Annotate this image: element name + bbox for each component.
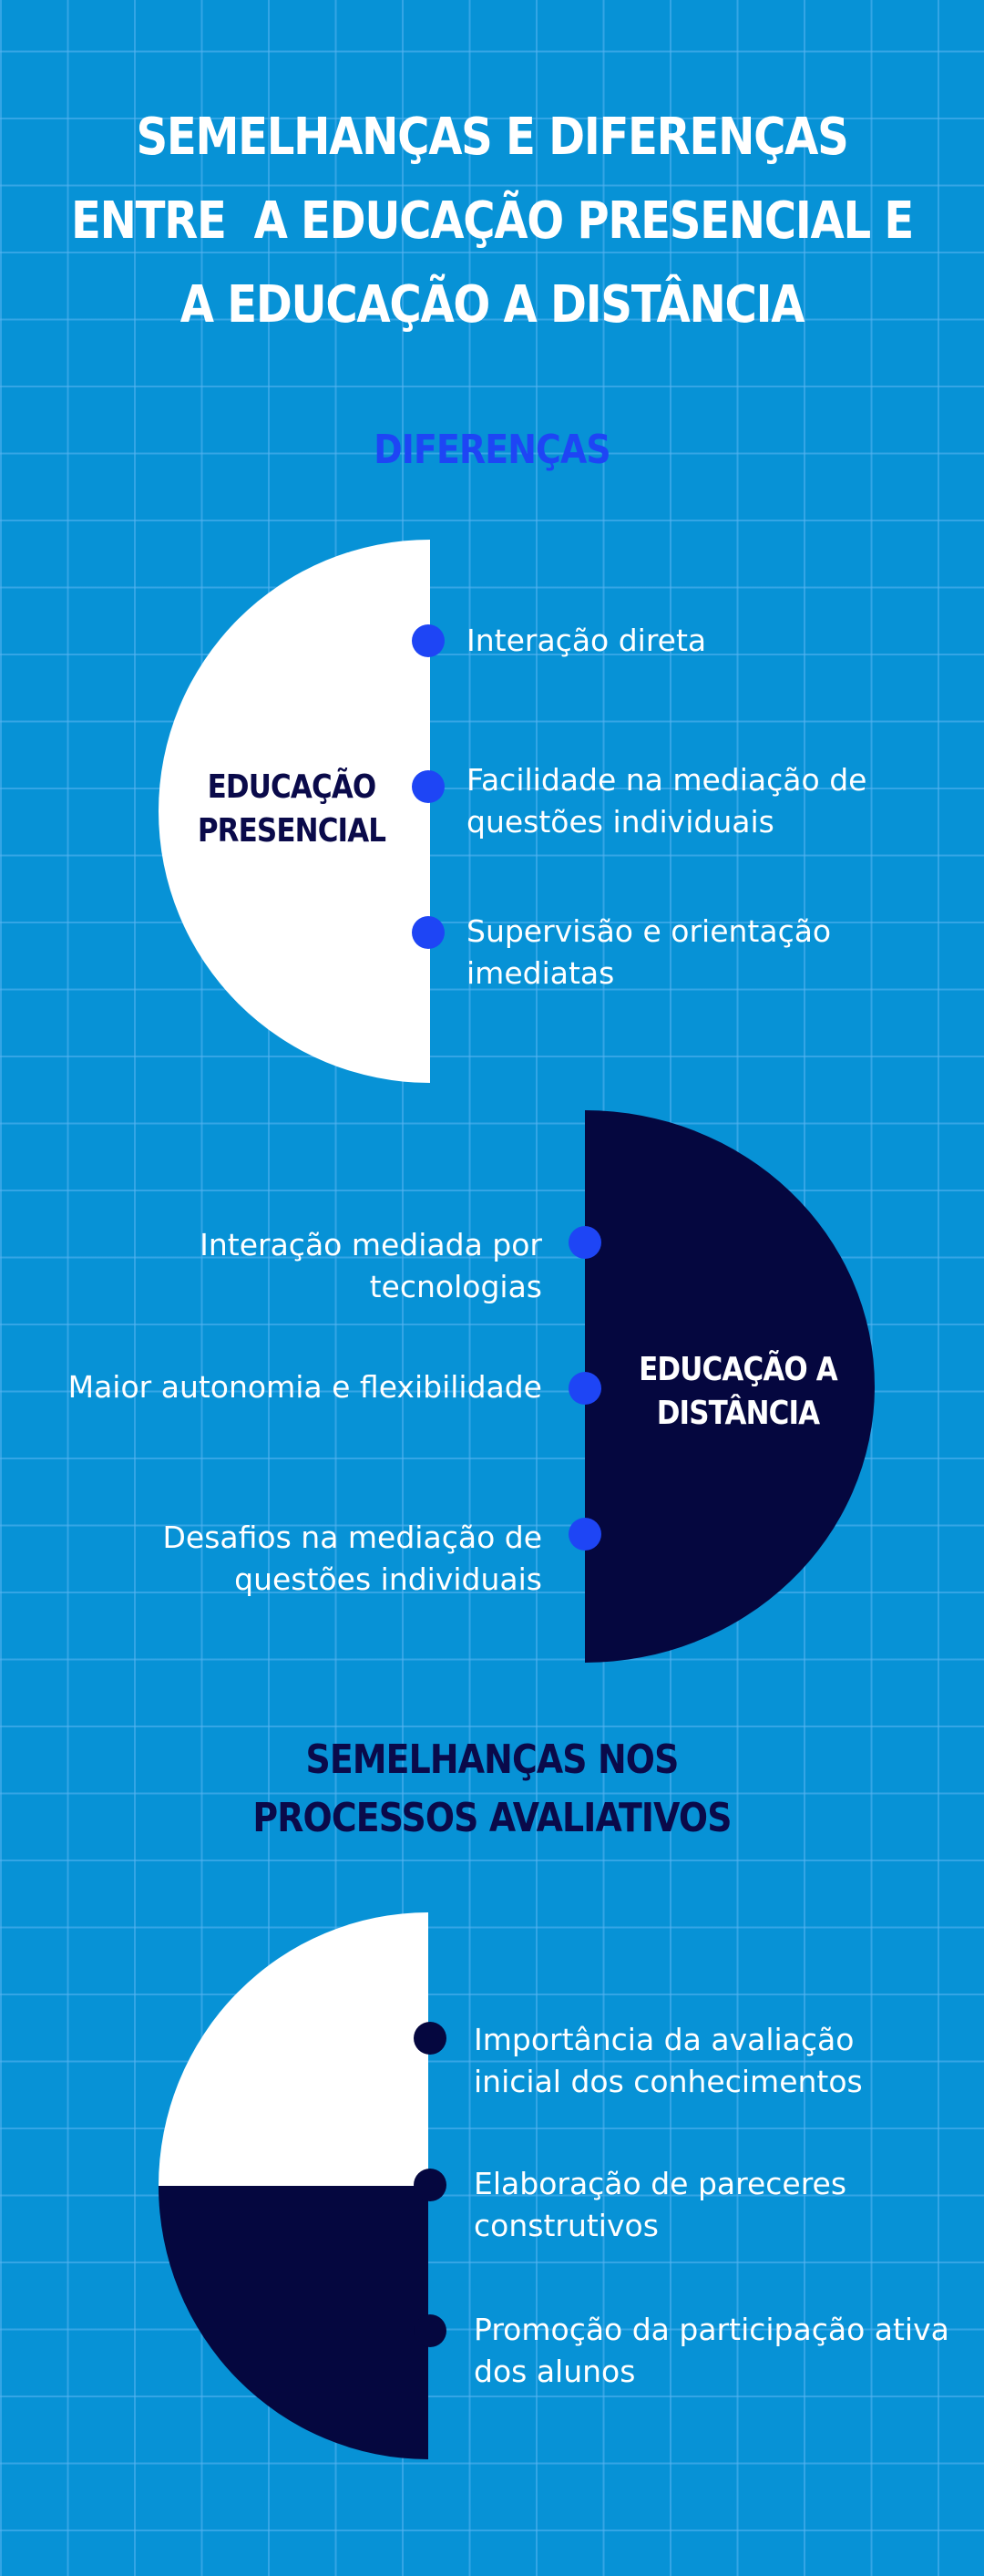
page-title: SEMELHANÇAS E DIFERENÇAS ENTRE A EDUCAÇÃ… [69,96,916,347]
similarities-item-3: Promoção da participação ativa dos aluno… [474,2312,949,2389]
title-line-3: A EDUCAÇÃO A DISTÂNCIA [179,275,805,335]
distancia-item-2: Maior autonomia e flexibilidade [67,1369,542,1405]
similarities-item-2: Elaboração de pareceres construtivos [474,2166,847,2243]
presencial-half-circle [159,540,430,1083]
presencial-item-2: Facilidade na mediação de questões indiv… [466,762,867,840]
bullet-dot [569,1518,601,1551]
title-line-2: ENTRE A EDUCAÇÃO PRESENCIAL E [71,191,914,251]
title-line-1: SEMELHANÇAS E DIFERENÇAS [136,108,848,167]
distancia-half-circle [585,1110,875,1663]
presencial-item-3: Supervisão e orientação imediatas [466,913,832,991]
presencial-label: EDUCAÇÃO PRESENCIAL [197,768,386,850]
bullet-dot [412,916,445,949]
bullet-dot [569,1372,601,1405]
distancia-label: EDUCAÇÃO A DISTÂNCIA [639,1351,838,1432]
bullet-dot [414,2169,446,2201]
bullet-dot [414,2314,446,2347]
similarities-heading: SEMELHANÇAS NOS PROCESSOS AVALIATIVOS [252,1736,732,1841]
distancia-item-3: Desafios na mediação de questões individ… [162,1520,543,1597]
bullet-dot [412,770,445,803]
similarities-item-1: Importância da avaliação inicial dos con… [474,2022,863,2099]
similarities-half-circle [159,1912,428,2459]
presencial-item-1: Interação direta [466,623,707,658]
bullet-dot [414,2022,446,2055]
bullet-dot [412,624,445,657]
distancia-item-1: Interação mediada por tecnologias [200,1227,542,1304]
bullet-dot [569,1226,601,1259]
differences-heading: DIFERENÇAS [374,427,610,473]
